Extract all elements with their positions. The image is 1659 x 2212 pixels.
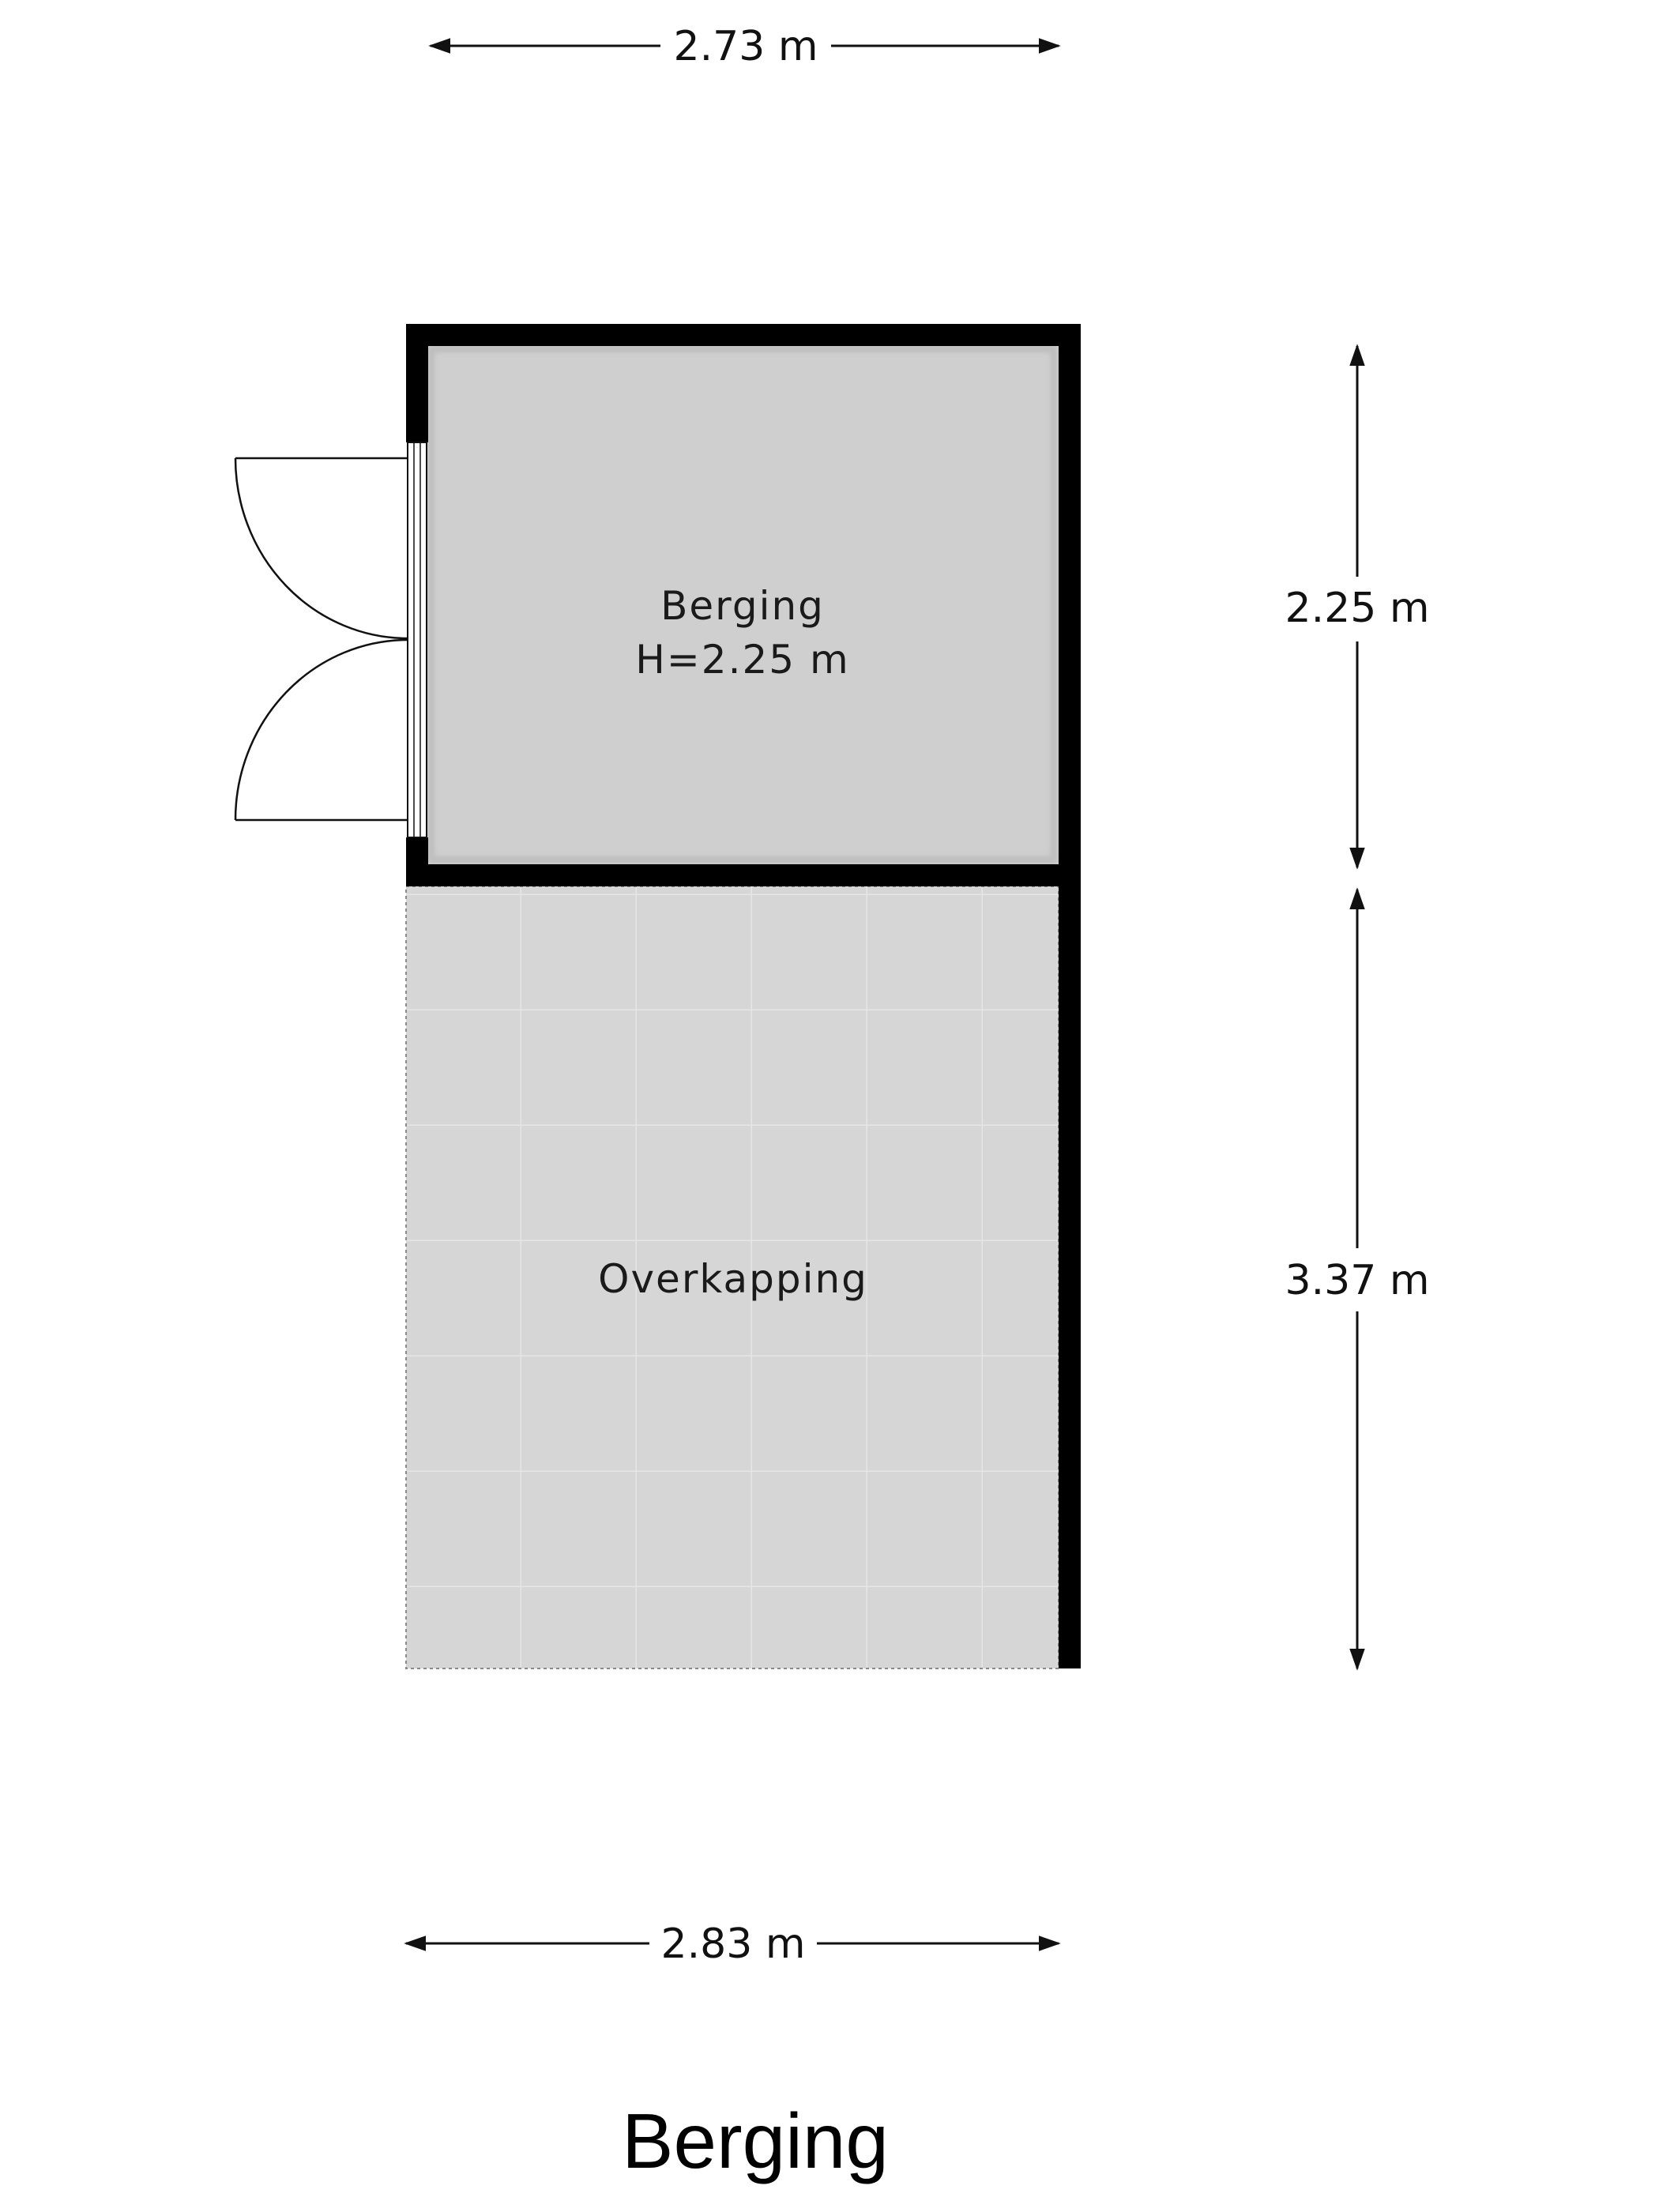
storage-room-floor [427, 344, 1059, 864]
storage-room [427, 344, 1059, 864]
wall-left-lower [406, 837, 428, 886]
wall-right [1059, 324, 1081, 1668]
dimension-label-right-lower: 3.37 m [1285, 1257, 1430, 1304]
dimension-top: 2.73 m [428, 23, 1061, 70]
wall-left-upper [406, 324, 428, 442]
door-swing-arc-upper [234, 457, 408, 640]
dimension-label-top: 2.73 m [674, 23, 818, 70]
door-frame [407, 442, 427, 838]
walls [406, 324, 1081, 1668]
room-name-storage: Berging [660, 583, 825, 629]
double-door [234, 442, 427, 838]
covered-area [405, 886, 1059, 1669]
room-height-storage: H=2.25 m [635, 637, 849, 683]
storage-room-inner-shadow [428, 346, 1057, 863]
room-name-covered-area: Overkapping [598, 1256, 868, 1302]
dimension-right-upper: 2.25 m [1285, 344, 1430, 870]
covered-area-floor [406, 886, 1059, 1668]
wall-middle [406, 864, 1081, 886]
dimension-bottom: 2.83 m [404, 1920, 1061, 1968]
page-title: Berging [622, 2097, 889, 2184]
dimension-label-right-upper: 2.25 m [1285, 585, 1430, 632]
dimension-right-lower: 3.37 m [1285, 887, 1430, 1671]
wall-top [406, 324, 1081, 346]
dimension-label-bottom: 2.83 m [661, 1920, 806, 1968]
door-swing-arc-lower [234, 638, 408, 821]
